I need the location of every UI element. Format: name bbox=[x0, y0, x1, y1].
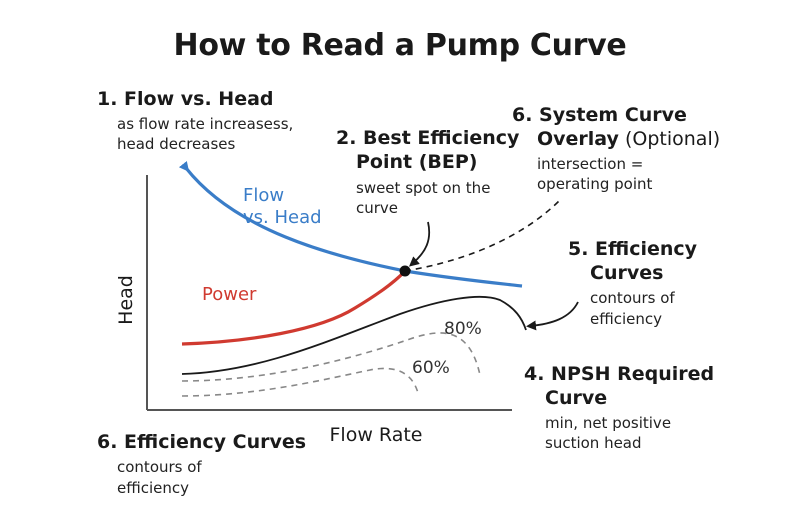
power-label: Power bbox=[202, 284, 257, 305]
x-axis-label: Flow Rate bbox=[330, 424, 423, 446]
flow-head-label-line2: vs. Head bbox=[243, 207, 322, 228]
page-title: How to Read a Pump Curve bbox=[173, 28, 627, 63]
system-curve-heading-line2: Overlay (Optional) bbox=[537, 128, 720, 151]
system-curve-desc-line2: operating point bbox=[537, 175, 653, 193]
efficiency-80-contour bbox=[181, 332, 481, 382]
bep-desc-line2: curve bbox=[356, 199, 399, 217]
efficiency-pointer-arrow bbox=[526, 301, 579, 331]
flow-head-label-line1: Flow bbox=[243, 185, 284, 206]
system-curve-desc-line1: intersection = bbox=[537, 155, 644, 173]
efficiency-60-contour bbox=[181, 367, 419, 397]
efficiency-right-heading-line2: Curves bbox=[590, 262, 664, 284]
efficiency-right-heading-line1: 5. Efficiency bbox=[568, 238, 698, 260]
flow-vs-head-desc-line2: head decreases bbox=[117, 135, 236, 153]
npsh-desc-line1: min, net positive bbox=[545, 414, 672, 432]
y-axis-label: Head bbox=[115, 275, 137, 325]
efficiency-60-label: 60% bbox=[412, 358, 450, 378]
bep-heading-line2: Point (BEP) bbox=[356, 151, 478, 173]
flow-head-curve bbox=[178, 160, 523, 288]
flow-vs-head-desc-line1: as flow rate increasess, bbox=[117, 115, 294, 133]
efficiency-right-desc-line1: contours of bbox=[590, 289, 675, 307]
efficiency-bottom-desc-line2: efficiency bbox=[117, 479, 190, 497]
bep-point bbox=[399, 265, 411, 277]
npsh-desc-line2: suction head bbox=[545, 434, 642, 452]
efficiency-bottom-heading: 6. Efficiency Curves bbox=[97, 431, 307, 453]
efficiency-bottom-desc-line1: contours of bbox=[117, 458, 202, 476]
system-curve-optional-word: (Optional) bbox=[618, 128, 721, 150]
system-curve-heading-line1: 6. System Curve bbox=[512, 104, 687, 126]
bep-desc-line1: sweet spot on the bbox=[356, 179, 491, 197]
npsh-heading-line2: Curve bbox=[545, 387, 608, 409]
power-curve bbox=[181, 269, 407, 346]
bep-pointer-arrow bbox=[408, 221, 431, 267]
bep-heading-line1: 2. Best Efficiency bbox=[336, 127, 520, 149]
npsh-heading-line1: 4. NPSH Required bbox=[524, 363, 715, 385]
flow-vs-head-heading: 1. Flow vs. Head bbox=[97, 88, 274, 110]
efficiency-curve bbox=[181, 295, 527, 375]
efficiency-right-desc-line2: efficiency bbox=[590, 310, 663, 328]
system-curve-overlay-word: Overlay bbox=[537, 128, 619, 150]
efficiency-80-label: 80% bbox=[444, 319, 482, 339]
